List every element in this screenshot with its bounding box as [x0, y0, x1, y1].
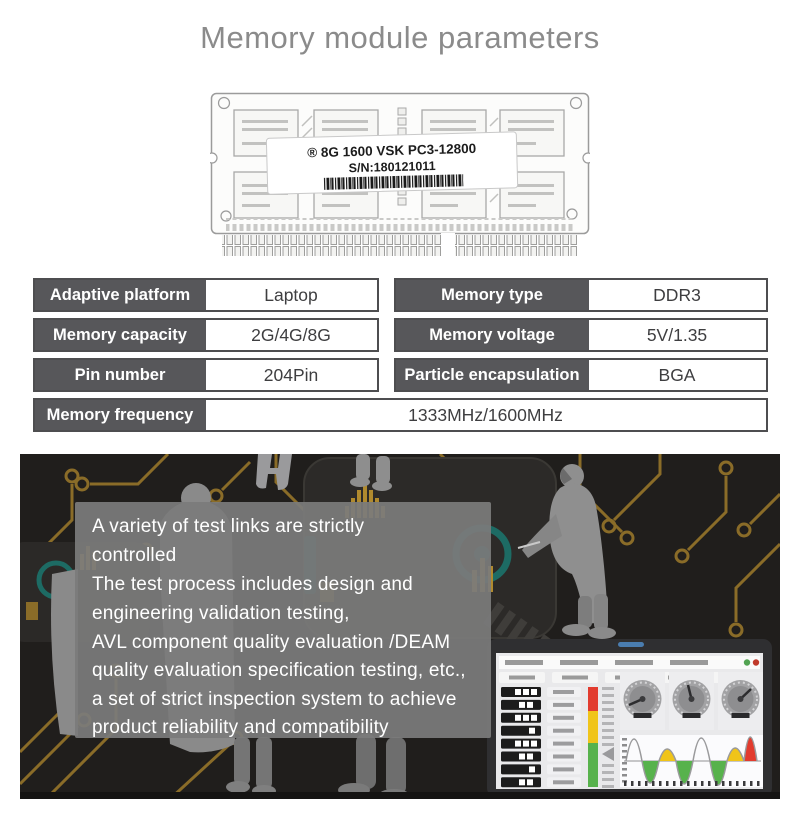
dashboard-monitor [487, 639, 772, 797]
table-row: Pin number 204Pin Particle encapsulation… [32, 358, 768, 392]
value-cell: BGA [588, 360, 766, 390]
quality-line: a set of strict inspection system to ach… [92, 689, 457, 710]
page-title: Memory module parameters [200, 20, 600, 55]
label-cell: Pin number [34, 360, 206, 390]
value-cell: 2G/4G/8G [205, 320, 377, 350]
gauge-pointer-icon [602, 747, 614, 761]
scene-bottom-strip [20, 792, 780, 799]
label-model-text: ® 8G 1600 VSK PC3-12800 [307, 141, 476, 160]
value-cell: DDR3 [588, 280, 766, 310]
spec-pair: Memory frequency 1333MHz/1600MHz [32, 398, 768, 432]
quality-line: AVL component quality evaluation /DEAM [92, 632, 450, 653]
spec-pair: Pin number 204Pin [32, 358, 379, 392]
spec-pair: Memory type DDR3 [393, 278, 768, 312]
solder-pin-strip [226, 218, 574, 231]
wave-chart-ticks [624, 781, 760, 786]
dashboard-menubar [499, 656, 760, 669]
value-cell: Laptop [205, 280, 377, 310]
label-cell: Memory voltage [395, 320, 589, 350]
label-cell: Particle encapsulation [395, 360, 589, 390]
pcb-details [301, 115, 499, 203]
quality-line: controlled [92, 545, 176, 566]
monitor-blue-bar [618, 642, 644, 647]
window-green-dot-icon [743, 659, 751, 666]
table-row: Adaptive platform Laptop Memory type DDR… [32, 278, 768, 312]
table-row: Memory frequency 1333MHz/1600MHz [32, 398, 768, 432]
quality-line: quality evaluation specification testing… [92, 660, 466, 681]
quality-line: engineering validation testing, [92, 603, 350, 624]
quality-text-panel [75, 502, 491, 738]
barcode [323, 174, 464, 190]
dashboard-indicator-rows [501, 687, 541, 788]
worker-legs-top [256, 454, 392, 491]
label-cell: Memory capacity [34, 320, 206, 350]
label-sticker: ® 8G 1600 VSK PC3-12800 S/N:180121011 [265, 131, 519, 195]
table-row: Memory capacity 2G/4G/8G Memory voltage … [32, 318, 768, 352]
label-cell: Adaptive platform [34, 280, 206, 310]
dashboard-label-rows [547, 687, 581, 788]
window-red-dot-icon [752, 659, 760, 666]
spec-pair: Particle encapsulation BGA [393, 358, 768, 392]
value-cell: 204Pin [205, 360, 377, 390]
wave-chart [620, 735, 763, 787]
spec-pair: Memory capacity 2G/4G/8G [32, 318, 379, 352]
gold-finger-edge [222, 233, 578, 257]
gauge-dials [620, 672, 763, 730]
ram-module-illustration: ® 8G 1600 VSK PC3-12800 S/N:180121011 [210, 92, 590, 257]
value-cell: 1333MHz/1600MHz [205, 400, 766, 430]
quality-line: product reliability and compatibility [92, 717, 389, 738]
spec-table: Adaptive platform Laptop Memory type DDR… [32, 278, 768, 432]
level-gauge [588, 687, 614, 788]
quality-scene: A variety of test links are strictly con… [20, 454, 780, 799]
worker-silhouette-right [517, 464, 616, 639]
quality-line: A variety of test links are strictly [92, 516, 365, 537]
label-cell: Memory frequency [34, 400, 206, 430]
spec-pair: Memory voltage 5V/1.35 [393, 318, 768, 352]
spec-pair: Adaptive platform Laptop [32, 278, 379, 312]
label-serial-text: S/N:180121011 [349, 159, 436, 175]
value-cell: 5V/1.35 [588, 320, 766, 350]
quality-text: A variety of test links are strictly con… [92, 516, 466, 738]
quality-line: The test process includes design and [92, 574, 413, 595]
label-cell: Memory type [395, 280, 589, 310]
